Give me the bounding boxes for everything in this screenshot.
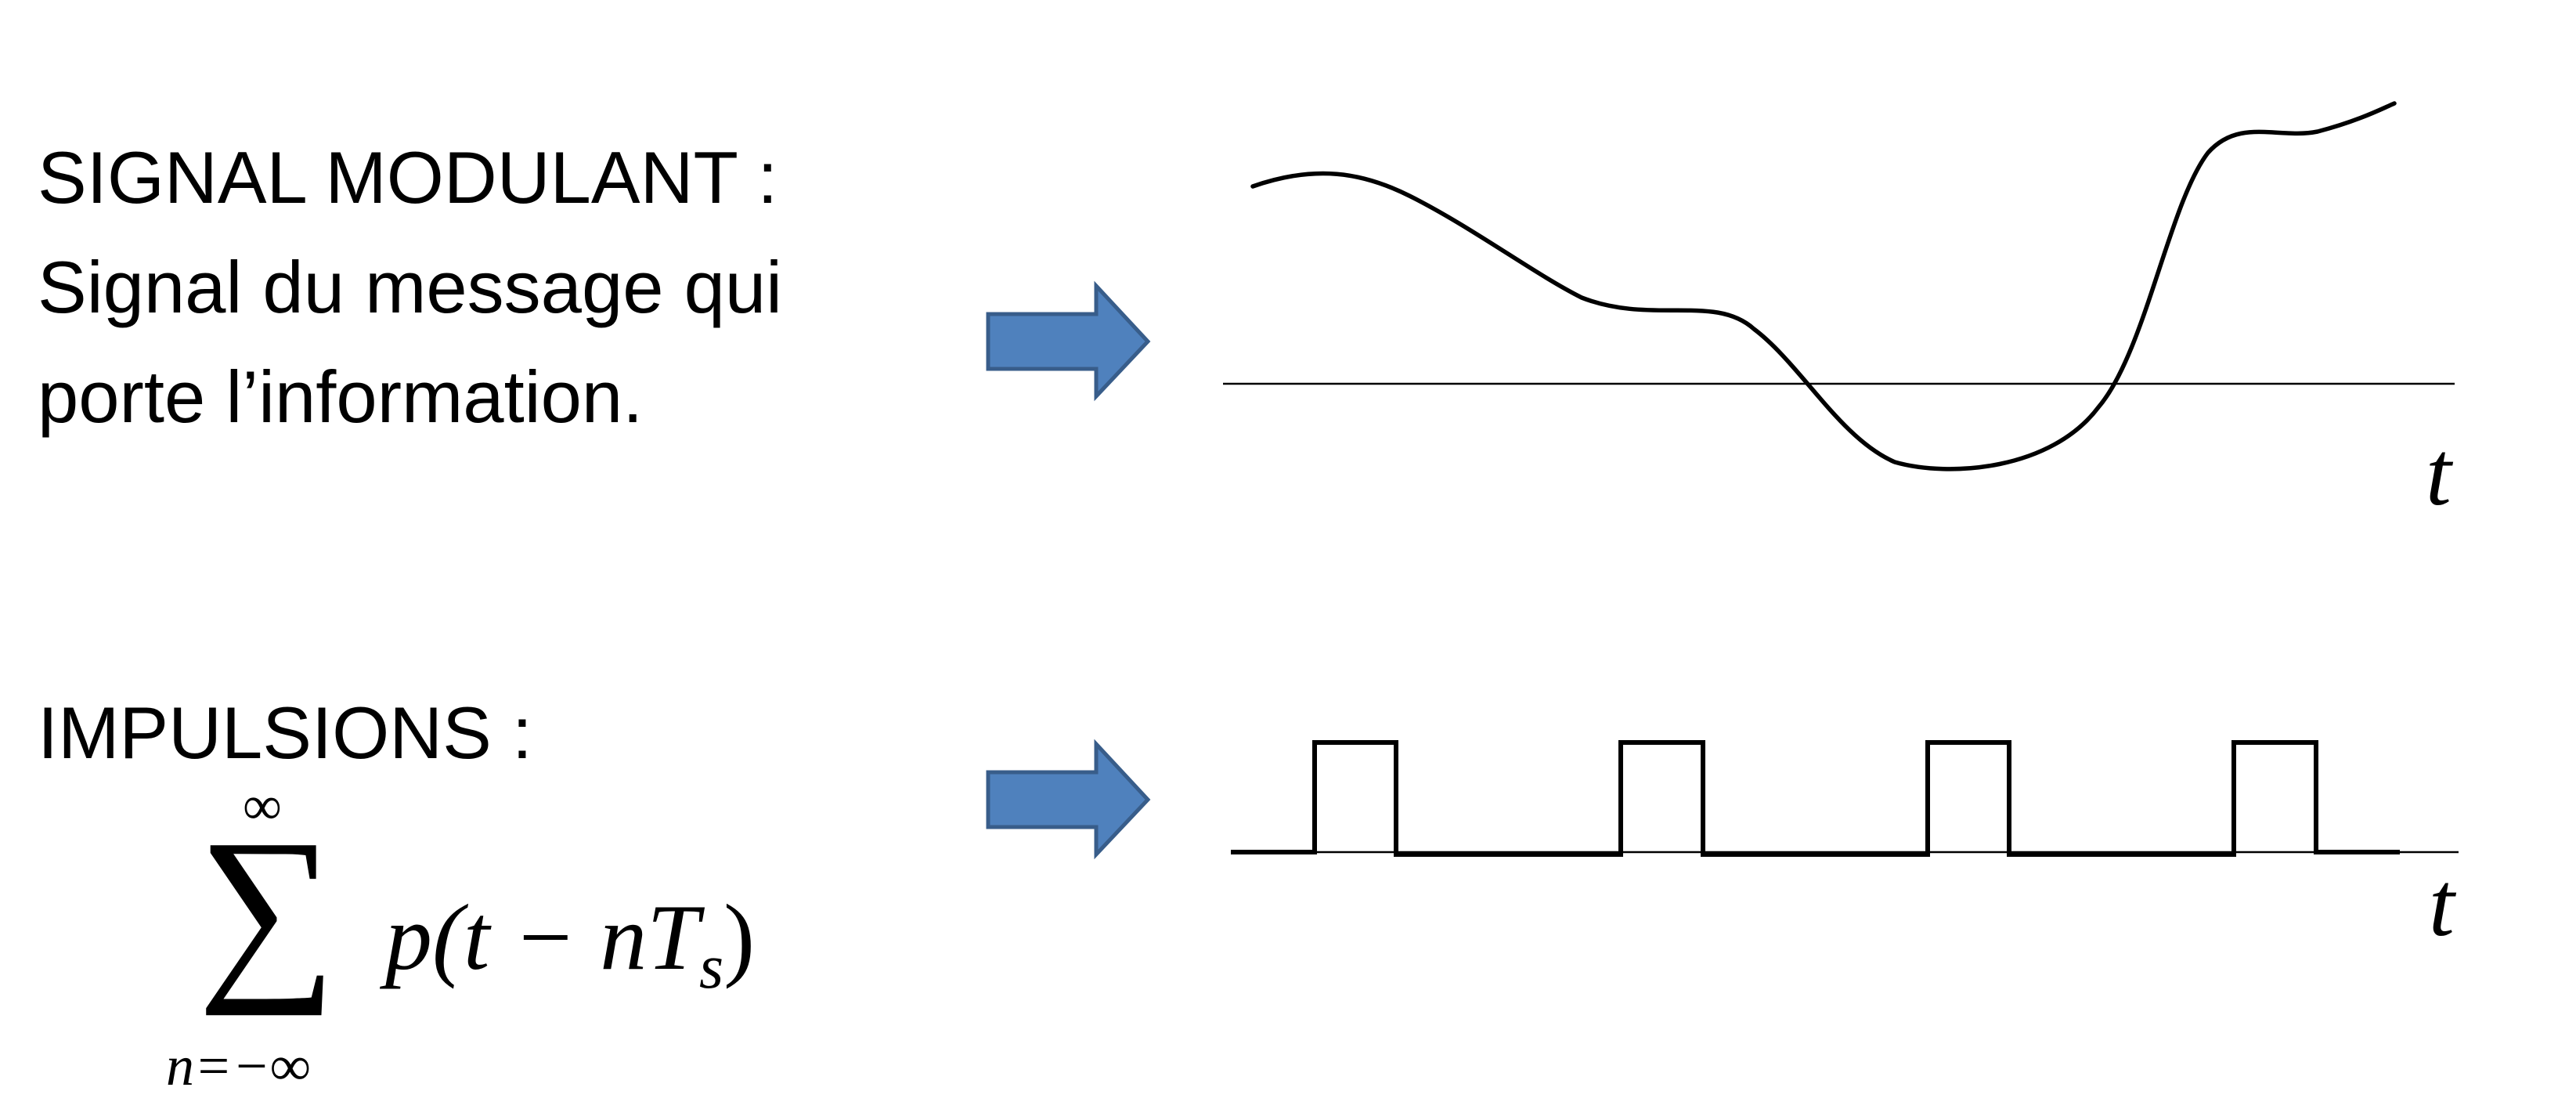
sum-upper-limit: ∞: [243, 776, 282, 836]
modulating-description-line-1: Signal du message qui: [38, 246, 783, 328]
impulse-axis-label: t: [2429, 853, 2455, 955]
impulse-train-waveform: [1231, 740, 2400, 857]
sum-symbol: ∑: [197, 800, 337, 1017]
modulating-signal-waveform: [1250, 101, 2397, 471]
modulating-title: SIGNAL MODULANT :: [38, 136, 778, 219]
sum-expression-close-paren: ): [723, 885, 756, 989]
sum-lower-limit: n=−∞: [166, 1035, 311, 1097]
impulses-title: IMPULSIONS :: [38, 692, 533, 774]
arrow-to-modulating-signal: [986, 280, 1151, 402]
sum-expression: p(t − nTs): [385, 883, 755, 1003]
modulating-description-line-2: porte l’information.: [38, 356, 644, 438]
sum-expression-body: p(t − nT: [385, 885, 700, 989]
arrow-to-impulse-train: [986, 739, 1151, 860]
modulating-axis-label: t: [2426, 422, 2452, 525]
sum-expression-subscript: s: [699, 933, 724, 1002]
